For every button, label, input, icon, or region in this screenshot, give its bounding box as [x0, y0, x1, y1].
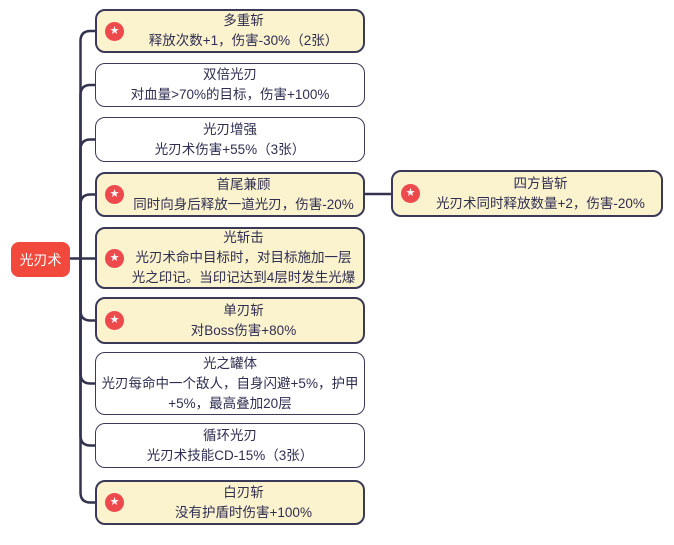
skill-node-title: 多重斩	[223, 13, 264, 28]
star-badge-icon: ★	[105, 311, 124, 330]
skill-node[interactable]: ★ 首尾兼顾 同时向身后释放一道光刃，伤害-20%	[95, 172, 365, 217]
skill-node-desc: 光刃术命中目标时，对目标施加一层光之印记。当印记达到4层时发生光爆	[131, 250, 356, 285]
skill-node-desc: 光刃术伤害+55%（3张）	[154, 141, 306, 157]
skill-node-title: 首尾兼顾	[216, 176, 271, 192]
skill-node[interactable]: 双倍光刃 对血量>70%的目标，伤害+100%	[95, 63, 365, 107]
skill-node[interactable]: ★ 单刃斩 对Boss伤害+80%	[95, 297, 365, 344]
skill-node-desc: 同时向身后释放一道光刃，伤害-20%	[133, 196, 354, 212]
skill-node-title: 单刃斩	[223, 302, 264, 318]
skill-node-desc: 对血量>70%的目标，伤害+100%	[130, 87, 330, 102]
skill-node-desc: 释放次数+1，伤害-30%（2张）	[148, 33, 339, 48]
skill-node[interactable]: 光之罐体 光刃每命中一个敌人，自身闪避+5%，护甲+5%，最高叠加20层	[95, 352, 365, 415]
star-badge-icon: ★	[105, 21, 124, 41]
skill-node-text: 单刃斩 对Boss伤害+80%	[124, 301, 363, 341]
skill-node-title: 四方皆斩	[513, 175, 568, 191]
skill-node-desc: 光刃术同时释放数量+2，伤害-20%	[436, 195, 645, 211]
skill-node-title: 双倍光刃	[203, 67, 257, 82]
skill-node-text: 白刃斩 没有护盾时伤害+100%	[124, 483, 363, 523]
skill-node-text: 循环光刃 光刃术技能CD-15%（3张）	[96, 426, 364, 466]
skill-node-text: 光之罐体 光刃每命中一个敌人，自身闪避+5%，护甲+5%，最高叠加20层	[96, 354, 364, 414]
skill-node-text: 多重斩 释放次数+1，伤害-30%（2张）	[124, 11, 363, 51]
star-badge-icon: ★	[105, 248, 124, 268]
skill-node-text: 首尾兼顾 同时向身后释放一道光刃，伤害-20%	[124, 175, 363, 215]
skill-node-title: 光刃增强	[203, 121, 257, 137]
star-badge-icon: ★	[105, 185, 124, 204]
skill-node-title: 光斩击	[223, 230, 264, 245]
skill-node-title: 白刃斩	[223, 484, 264, 500]
root-node[interactable]: 光刃术	[11, 242, 70, 277]
skill-node[interactable]: 光刃增强 光刃术伤害+55%（3张）	[95, 117, 365, 162]
star-badge-icon: ★	[401, 184, 420, 203]
skill-node[interactable]: ★ 多重斩 释放次数+1，伤害-30%（2张）	[95, 9, 365, 53]
skill-node-text: 双倍光刃 对血量>70%的目标，伤害+100%	[96, 65, 364, 105]
skill-node-text: 光刃增强 光刃术伤害+55%（3张）	[96, 120, 364, 160]
star-badge-icon: ★	[105, 493, 124, 512]
skill-node-desc: 光刃每命中一个敌人，自身闪避+5%，护甲+5%，最高叠加20层	[101, 375, 359, 411]
skill-node[interactable]: 循环光刃 光刃术技能CD-15%（3张）	[95, 423, 365, 468]
skill-node-text: 光斩击 光刃术命中目标时，对目标施加一层光之印记。当印记达到4层时发生光爆	[124, 228, 363, 288]
skill-node-title: 循环光刃	[203, 427, 257, 443]
skill-node[interactable]: ★ 四方皆斩 光刃术同时释放数量+2，伤害-20%	[391, 170, 663, 217]
skill-node-title: 光之罐体	[203, 355, 257, 371]
skill-node-desc: 光刃术技能CD-15%（3张）	[146, 447, 314, 463]
skill-node-desc: 没有护盾时伤害+100%	[175, 504, 312, 520]
skill-node[interactable]: ★ 光斩击 光刃术命中目标时，对目标施加一层光之印记。当印记达到4层时发生光爆	[95, 227, 365, 289]
skill-node-desc: 对Boss伤害+80%	[190, 322, 297, 338]
skill-node[interactable]: ★ 白刃斩 没有护盾时伤害+100%	[95, 480, 365, 525]
skill-node-text: 四方皆斩 光刃术同时释放数量+2，伤害-20%	[420, 174, 661, 214]
